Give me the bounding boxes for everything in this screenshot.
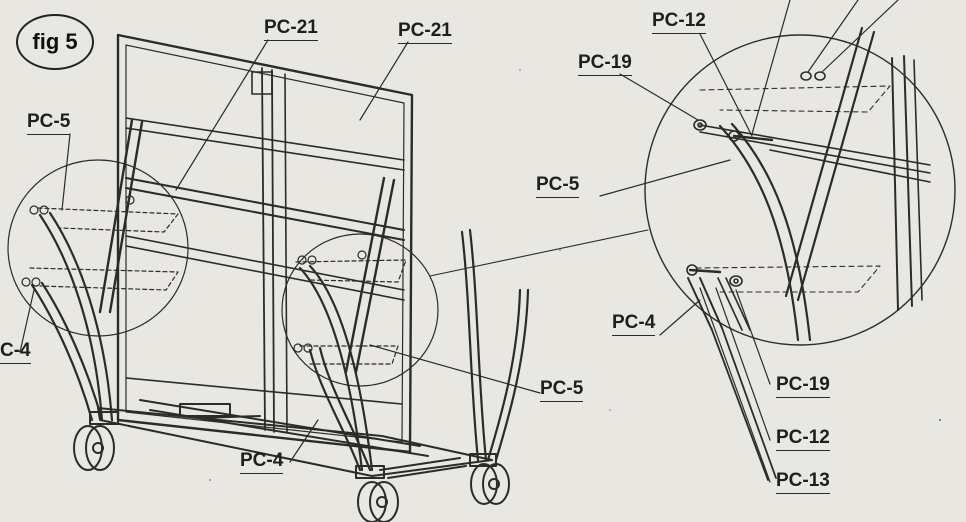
label-pc21-left: PC-21: [264, 17, 318, 41]
label-pc19-top: PC-19: [578, 52, 632, 76]
label-pc13: PC-13: [776, 470, 830, 494]
figure-badge: fig 5: [16, 14, 94, 70]
detail-connector: [429, 229, 649, 277]
label-pc4-bottom: PC-4: [240, 450, 284, 474]
paper-specks: [209, 69, 942, 481]
label-pc5-detail: PC-5: [536, 174, 580, 198]
label-pc5-middle: PC-5: [540, 378, 584, 402]
detail-circle-large: [644, 26, 956, 481]
label-pc21-right: PC-21: [398, 20, 452, 44]
label-pc4-detail: PC-4: [612, 312, 656, 336]
label-pc4-left: C-4: [0, 340, 31, 364]
left-support-strut: [98, 118, 396, 374]
caster-wheels: [73, 411, 510, 522]
detail-circle-left: [7, 159, 189, 337]
label-pc12-top: PC-12: [652, 10, 706, 34]
leader-lines: [19, 0, 899, 483]
detail-circle-middle: [281, 233, 439, 387]
label-pc19-bottom: PC-19: [776, 374, 830, 398]
base-frame: [97, 399, 493, 479]
label-pc5-topleft: PC-5: [27, 111, 71, 135]
table-top-panel: [116, 33, 414, 454]
label-pc12-bottom: PC-12: [776, 427, 830, 451]
